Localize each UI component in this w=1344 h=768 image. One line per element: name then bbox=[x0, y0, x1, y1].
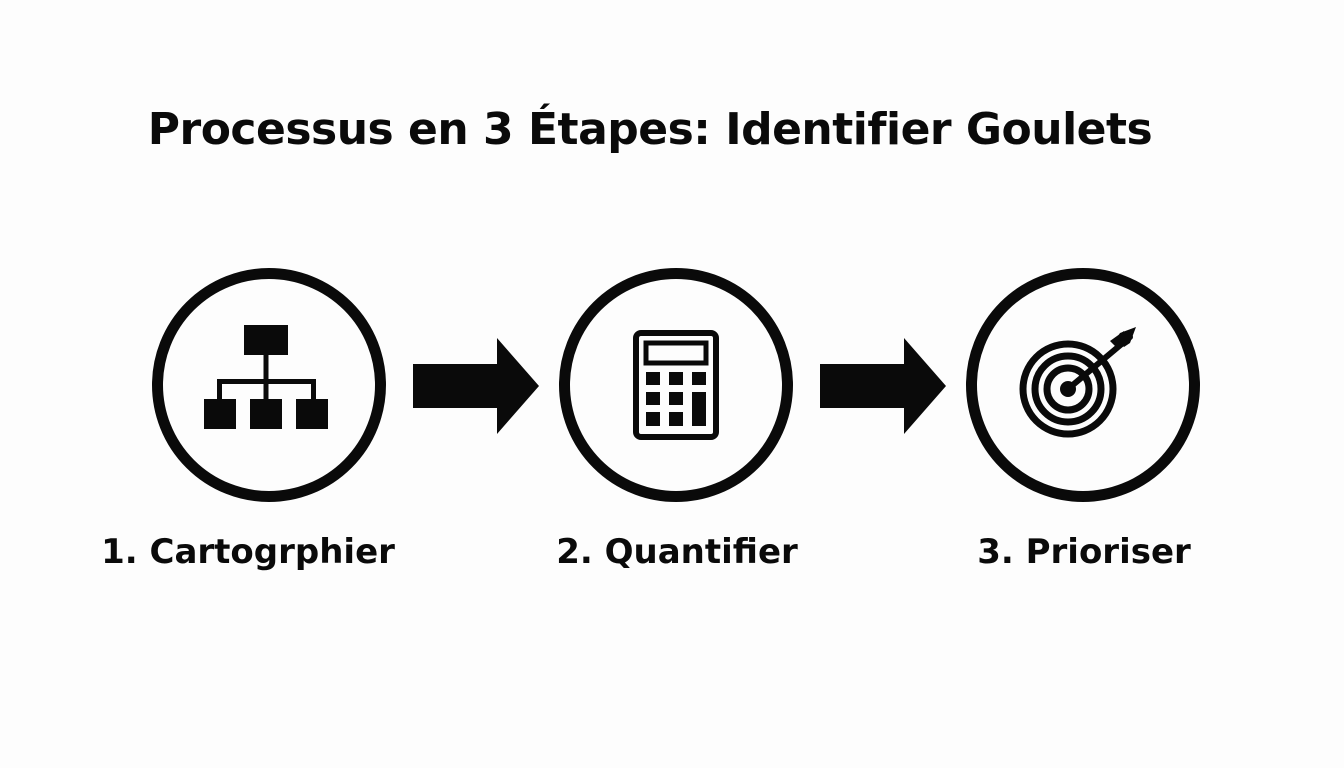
step-3-label: 3. Prioriser bbox=[977, 532, 1191, 572]
arrow-right-icon bbox=[413, 338, 539, 434]
step-1-circle bbox=[152, 268, 386, 502]
step-2-circle bbox=[559, 268, 793, 502]
diagram-title: Processus en 3 Étapes: Identifier Goulet… bbox=[147, 104, 1153, 155]
target-arrow-icon bbox=[1019, 327, 1136, 438]
step-1-label: 1. Cartogrphier bbox=[101, 532, 395, 572]
step-3-circle bbox=[966, 268, 1200, 502]
arrow-right-icon bbox=[820, 338, 946, 434]
calculator-icon bbox=[633, 330, 719, 440]
step-2-label: 2. Quantifier bbox=[556, 532, 798, 572]
org-chart-icon bbox=[204, 325, 328, 429]
